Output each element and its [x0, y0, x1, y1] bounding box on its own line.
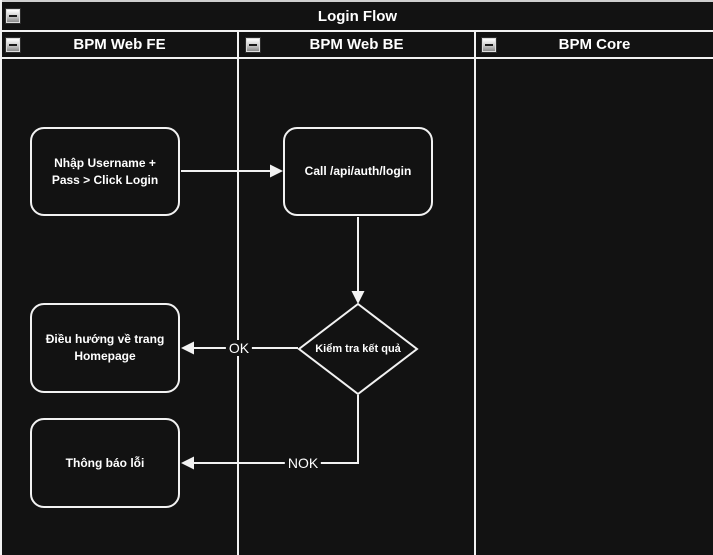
arrowhead-icon — [181, 341, 194, 355]
node-enter-credentials[interactable]: Nhập Username + Pass > Click Login — [30, 127, 180, 216]
node-navigate-homepage[interactable]: Điều hướng về trang Homepage — [30, 303, 180, 393]
pool-title-bar[interactable]: Login Flow — [2, 2, 713, 32]
edge-label-ok[interactable]: OK — [225, 340, 253, 356]
node-label: Nhập Username + Pass > Click Login — [51, 155, 159, 187]
arrowhead-icon — [270, 164, 283, 178]
lane-title: BPM Web FE — [73, 36, 166, 53]
lane-header-bpm-web-fe[interactable]: BPM Web FE — [2, 32, 237, 57]
pool-left-border — [0, 0, 2, 555]
decision-node-shape[interactable] — [297, 302, 419, 396]
lane-separator-1 — [237, 30, 239, 555]
pool-top-border — [0, 0, 713, 2]
lane-header-bottom-border — [0, 57, 713, 59]
lane-header-bpm-web-be[interactable]: BPM Web BE — [239, 32, 474, 57]
node-error-message[interactable]: Thông báo lỗi — [30, 418, 180, 508]
node-label: Thông báo lỗi — [65, 455, 145, 470]
lane-core-collapse-button[interactable] — [481, 37, 497, 53]
arrowhead-icon — [351, 291, 365, 304]
minus-icon — [9, 15, 17, 17]
edge-check-nok[interactable] — [193, 395, 359, 464]
node-label: Kiểm tra kết quả — [315, 343, 401, 355]
lane-fe-collapse-button[interactable] — [5, 37, 21, 53]
node-label: Điều hướng về trang Homepage — [45, 332, 165, 363]
minus-icon — [9, 44, 17, 46]
lane-title: BPM Web BE — [309, 36, 404, 53]
lane-separator-2 — [474, 30, 476, 555]
node-call-api[interactable]: Call /api/auth/login — [283, 127, 433, 216]
node-label: Call /api/auth/login — [304, 164, 412, 179]
minus-icon — [485, 44, 493, 46]
node-check-result-label[interactable]: Kiểm tra kết quả — [301, 337, 415, 361]
minus-icon — [249, 44, 257, 46]
pool-title: Login Flow — [317, 7, 398, 25]
lane-be-collapse-button[interactable] — [245, 37, 261, 53]
pool-collapse-button[interactable] — [5, 8, 21, 24]
lane-header-bpm-core[interactable]: BPM Core — [476, 32, 713, 57]
lane-title: BPM Core — [558, 36, 631, 53]
arrowhead-icon — [181, 456, 194, 470]
edge-label-nok[interactable]: NOK — [284, 455, 322, 471]
